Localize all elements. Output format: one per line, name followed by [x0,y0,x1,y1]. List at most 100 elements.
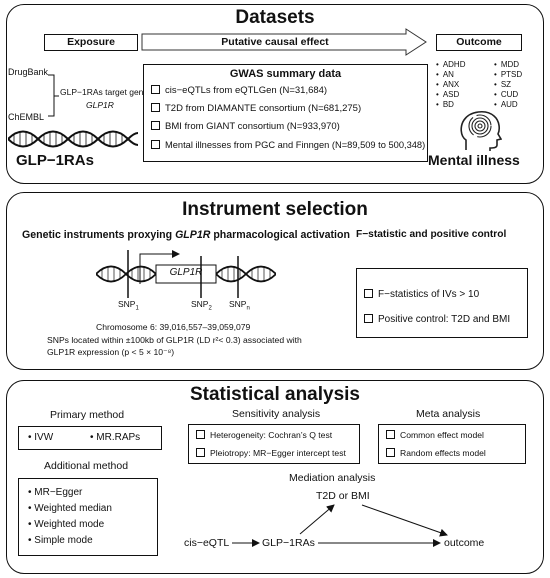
outcome-label: Outcome [456,36,502,48]
exposure-label: Exposure [67,36,115,48]
snpn-text: SNP [229,299,247,309]
drugbank-label: DrugBank [8,67,49,77]
snp2-sub: 2 [208,305,212,312]
arrow-exposure-to-mediator [299,504,335,535]
additional-item-1: • Weighted median [28,503,112,514]
exposure-node: GLP−1RAs [262,537,315,549]
sensitivity-item-text: Pleiotropy: MR−Egger intercept test [210,448,346,458]
additional-box [18,478,158,556]
fstat-item-0: F−statistics of IVs > 10 [364,288,480,300]
additional-item-3: • Simple mode [28,535,93,546]
gwas-item-text: BMI from GIANT consortium (N=933,970) [165,121,340,132]
additional-item-text: Weighted mode [34,519,105,530]
snpn-sub: n [246,305,250,312]
causal-arrow [141,28,427,56]
causal-arrow-label: Putative causal effect [221,36,329,48]
outcome-list-right: MDD PTSD SZ CUD AUD [494,60,522,110]
datasets-title: Datasets [235,7,315,28]
checkbox-icon [364,313,373,323]
additional-item-2: • Weighted mode [28,519,105,530]
additional-item-text: Simple mode [34,535,93,546]
sensitivity-box [188,424,360,464]
gwas-box [143,64,428,162]
additional-item-0: • MR−Egger [28,487,83,498]
instrument-title: Instrument selection [182,199,368,220]
gwas-item-text: Mental illnesses from PGC and Finngen (N… [165,140,426,150]
sensitivity-title: Sensitivity analysis [232,408,321,420]
sensitivity-item-0: Heterogeneity: Cochran’s Q test [196,430,332,440]
instrument-subtitle: Genetic instruments proxying GLP1R pharm… [22,229,350,241]
dna-helix-icon [8,130,138,148]
fstat-box [356,268,528,338]
snps-criteria-line-2: GLP1R expression (p < 5 × 10⁻⁸) [47,347,175,357]
checkbox-icon [151,102,160,112]
gwas-item-0: cis−eQTLs from eQTLGen (N=31,684) [151,84,328,96]
outcome-item: MDD [494,60,522,70]
outcome-item: ASD [436,90,465,100]
outcome-label-box: Outcome [436,34,522,51]
primary-item-0: • IVW [28,432,54,443]
meta-item-text: Random effects model [400,448,486,458]
snps-criteria-line-1: SNPs located within ±100kb of GLP1R (LD … [47,335,302,345]
target-gene-label: GLP−1RAs target gene: [60,87,151,97]
checkbox-icon [196,430,205,440]
fstat-title: F−statistic and positive control [356,229,507,240]
snpn-label: SNPn [229,299,250,312]
chromosome-text: Chromosome 6: 39,016,557–39,059,079 [96,322,251,332]
primary-item-text: IVW [34,432,54,443]
gene-box-label: GLP1R [169,267,203,278]
outcome-item: ADHD [436,60,466,70]
exposure-label-box: Exposure [44,34,138,51]
source-bracket [48,74,59,117]
sensitivity-item-text: Heterogeneity: Cochran’s Q test [210,430,333,440]
outcome-list-left: ADHD AN ANX ASD BD [436,60,466,110]
mental-illness-label: Mental illness [428,152,520,168]
snp1-label: SNP1 [118,299,139,312]
primary-box [18,426,162,450]
gwas-item-1: T2D from DIAMANTE consortium (N=681,275) [151,102,361,114]
gene-locus-diagram [96,250,276,298]
mediation-title: Mediation analysis [289,472,376,484]
target-gene-name: GLP1R [86,100,114,110]
fstat-item-text: Positive control: T2D and BMI [378,314,511,325]
outcome-node: outcome [444,537,485,549]
glp-label: GLP−1RAs [16,152,94,169]
outcome-item: ANX [436,80,465,90]
additional-item-text: Weighted median [34,503,112,514]
outcome-item: BD [436,100,465,110]
snp2-text: SNP [191,299,209,309]
primary-item-text: MR.RAPs [96,432,141,443]
chembl-label: ChEMBL [8,112,45,122]
checkbox-icon [364,288,373,298]
checkbox-icon [196,448,205,458]
snp1-sub: 1 [135,305,139,312]
outcome-item: AN [436,70,465,80]
snp2-label: SNP2 [191,299,212,312]
meta-title: Meta analysis [416,408,481,420]
gwas-item-text: cis−eQTLs from eQTLGen (N=31,684) [165,85,328,96]
checkbox-icon [151,84,160,94]
outcome-item: SZ [494,80,522,90]
additional-title: Additional method [44,460,129,472]
checkbox-icon [386,430,395,440]
arrow-mediator-to-outcome [361,504,448,537]
sensitivity-item-1: Pleiotropy: MR−Egger intercept test [196,448,346,458]
outcome-item: CUD [494,90,522,100]
fstat-item-1: Positive control: T2D and BMI [364,313,511,325]
head-brain-icon [460,111,502,151]
gwas-item-2: BMI from GIANT consortium (N=933,970) [151,120,340,132]
statistical-title: Statistical analysis [189,384,361,405]
subtitle-gene: GLP1R [175,229,211,241]
meta-item-1: Random effects model [386,448,486,458]
snp1-text: SNP [118,299,136,309]
meta-item-text: Common effect model [400,430,484,440]
subtitle-prefix: Genetic instruments proxying [22,229,176,241]
source-node: cis−eQTL [184,537,230,549]
fstat-item-text: F−statistics of IVs > 10 [378,289,480,300]
outcome-item: PTSD [494,70,522,80]
subtitle-suffix: pharmacological activation [210,229,350,241]
meta-item-0: Common effect model [386,430,484,440]
mediator-node: T2D or BMI [316,490,370,502]
primary-item-1: • MR.RAPs [90,432,141,443]
